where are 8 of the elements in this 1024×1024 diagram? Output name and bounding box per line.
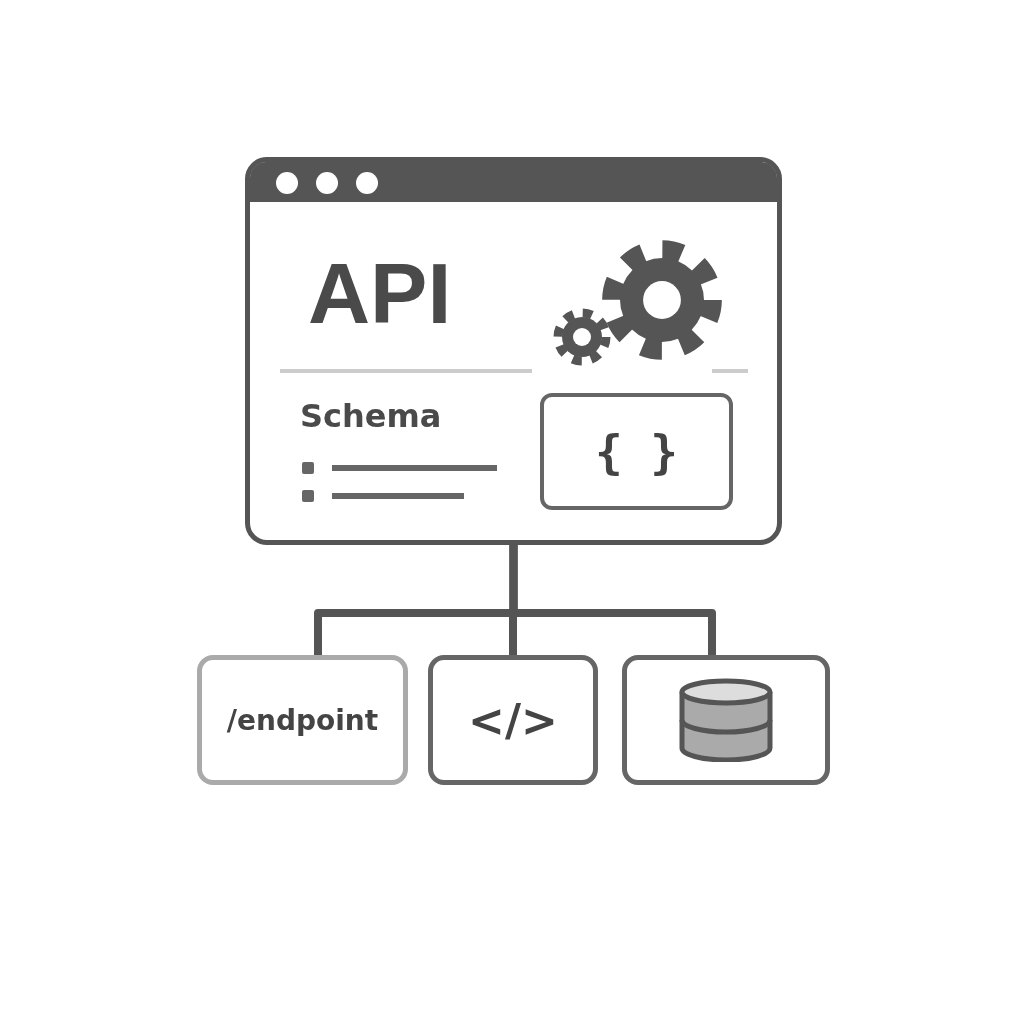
code-tag-box: </> — [428, 655, 598, 785]
endpoint-box: /endpoint — [197, 655, 408, 785]
code-panel: { } — [540, 393, 733, 510]
browser-window — [245, 157, 782, 545]
title-text: API — [308, 250, 452, 336]
connector-line — [509, 545, 716, 655]
database-box — [622, 655, 830, 785]
heading-text: Schema — [300, 400, 442, 432]
